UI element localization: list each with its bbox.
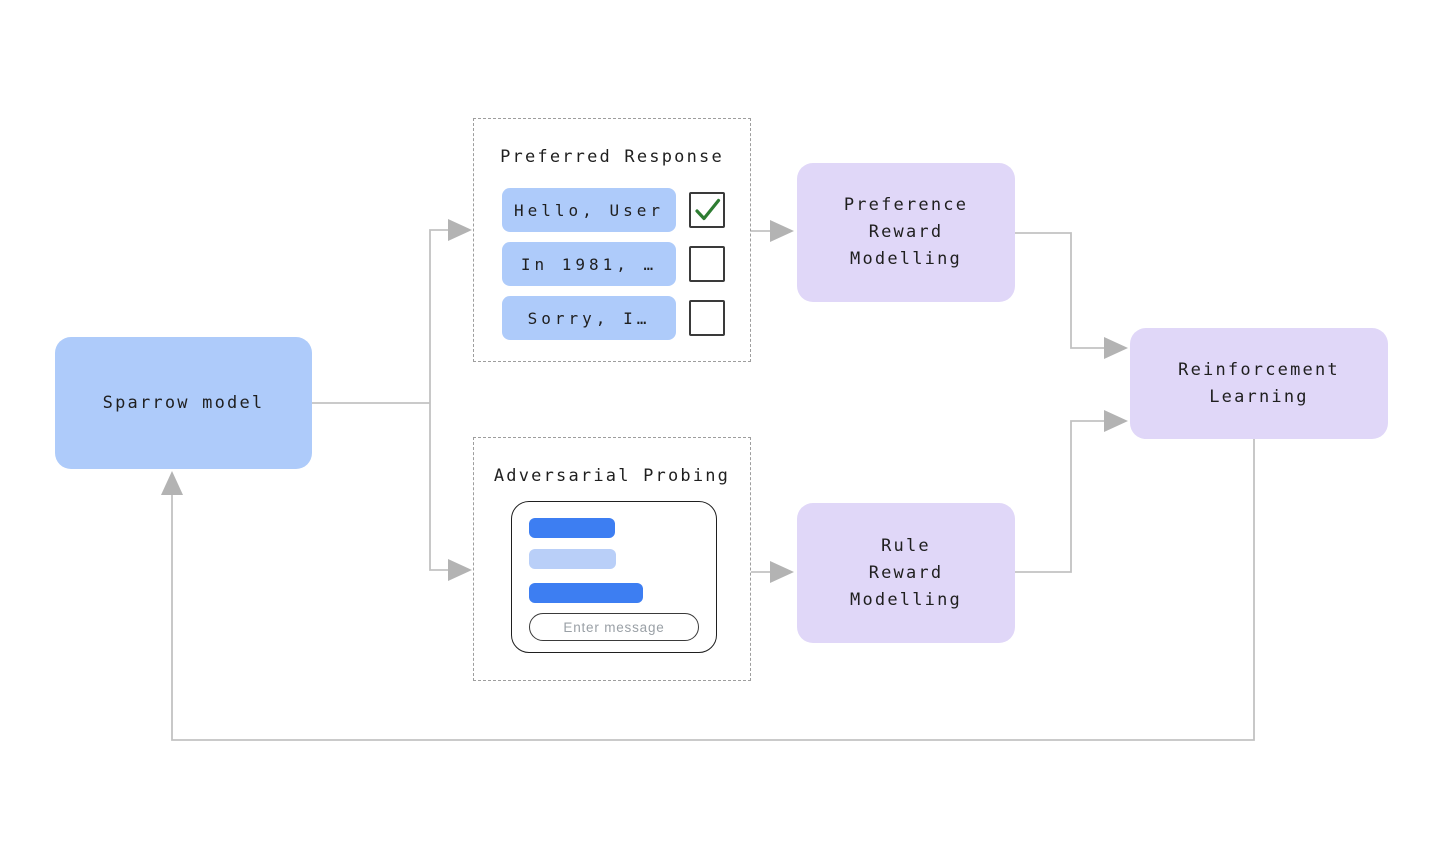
- response-options: Hello, User In 1981, … Sorry, I…: [502, 188, 725, 340]
- arrowhead-to-adversarial-probing: [448, 559, 472, 581]
- adversarial-probing-title: Adversarial Probing: [493, 466, 731, 486]
- message-input: Enter message: [529, 613, 699, 641]
- arrowhead-to-rule-reward: [770, 561, 794, 583]
- chat-bubbles: [529, 518, 643, 603]
- check-icon: [695, 198, 721, 221]
- sparrow-model-label: Sparrow model: [102, 392, 265, 413]
- chat-bubble-light: [529, 549, 616, 569]
- response-option-pill: Hello, User: [502, 188, 676, 232]
- arrowhead-to-sparrow-feedback: [161, 471, 183, 495]
- reinforcement-learning-box: Reinforcement Learning: [1130, 328, 1388, 439]
- chat-bubble-blue: [529, 518, 615, 538]
- response-option-row: Hello, User: [502, 188, 725, 232]
- response-checkbox-checked: [689, 192, 725, 228]
- response-option-pill: Sorry, I…: [502, 296, 676, 340]
- response-option-row: In 1981, …: [502, 242, 725, 286]
- preferred-response-title: Preferred Response: [500, 147, 724, 167]
- adversarial-probing-panel: Adversarial Probing Enter message: [473, 437, 751, 681]
- preference-reward-modelling-box: Preference Reward Modelling: [797, 163, 1015, 302]
- response-checkbox-unchecked: [689, 246, 725, 282]
- chat-window: Enter message: [511, 501, 717, 653]
- response-checkbox-unchecked: [689, 300, 725, 336]
- arrowhead-to-preferred-response: [448, 219, 472, 241]
- response-option-row: Sorry, I…: [502, 296, 725, 340]
- preference-reward-modelling-label: Preference Reward Modelling: [843, 195, 969, 269]
- arrowhead-to-reinforcement-upper: [1104, 337, 1128, 359]
- preferred-response-panel: Preferred Response Hello, User In 1981, ……: [473, 118, 751, 362]
- message-input-label: Enter message: [563, 619, 665, 635]
- chat-bubble-blue: [529, 583, 643, 603]
- arrowhead-to-reinforcement-lower: [1104, 410, 1128, 432]
- reinforcement-learning-label: Reinforcement Learning: [1178, 359, 1340, 407]
- sparrow-model-box: Sparrow model: [55, 337, 312, 469]
- response-option-pill: In 1981, …: [502, 242, 676, 286]
- rule-reward-modelling-box: Rule Reward Modelling: [797, 503, 1015, 643]
- rule-reward-modelling-label: Rule Reward Modelling: [850, 535, 962, 610]
- arrowhead-to-preference-reward: [770, 220, 794, 242]
